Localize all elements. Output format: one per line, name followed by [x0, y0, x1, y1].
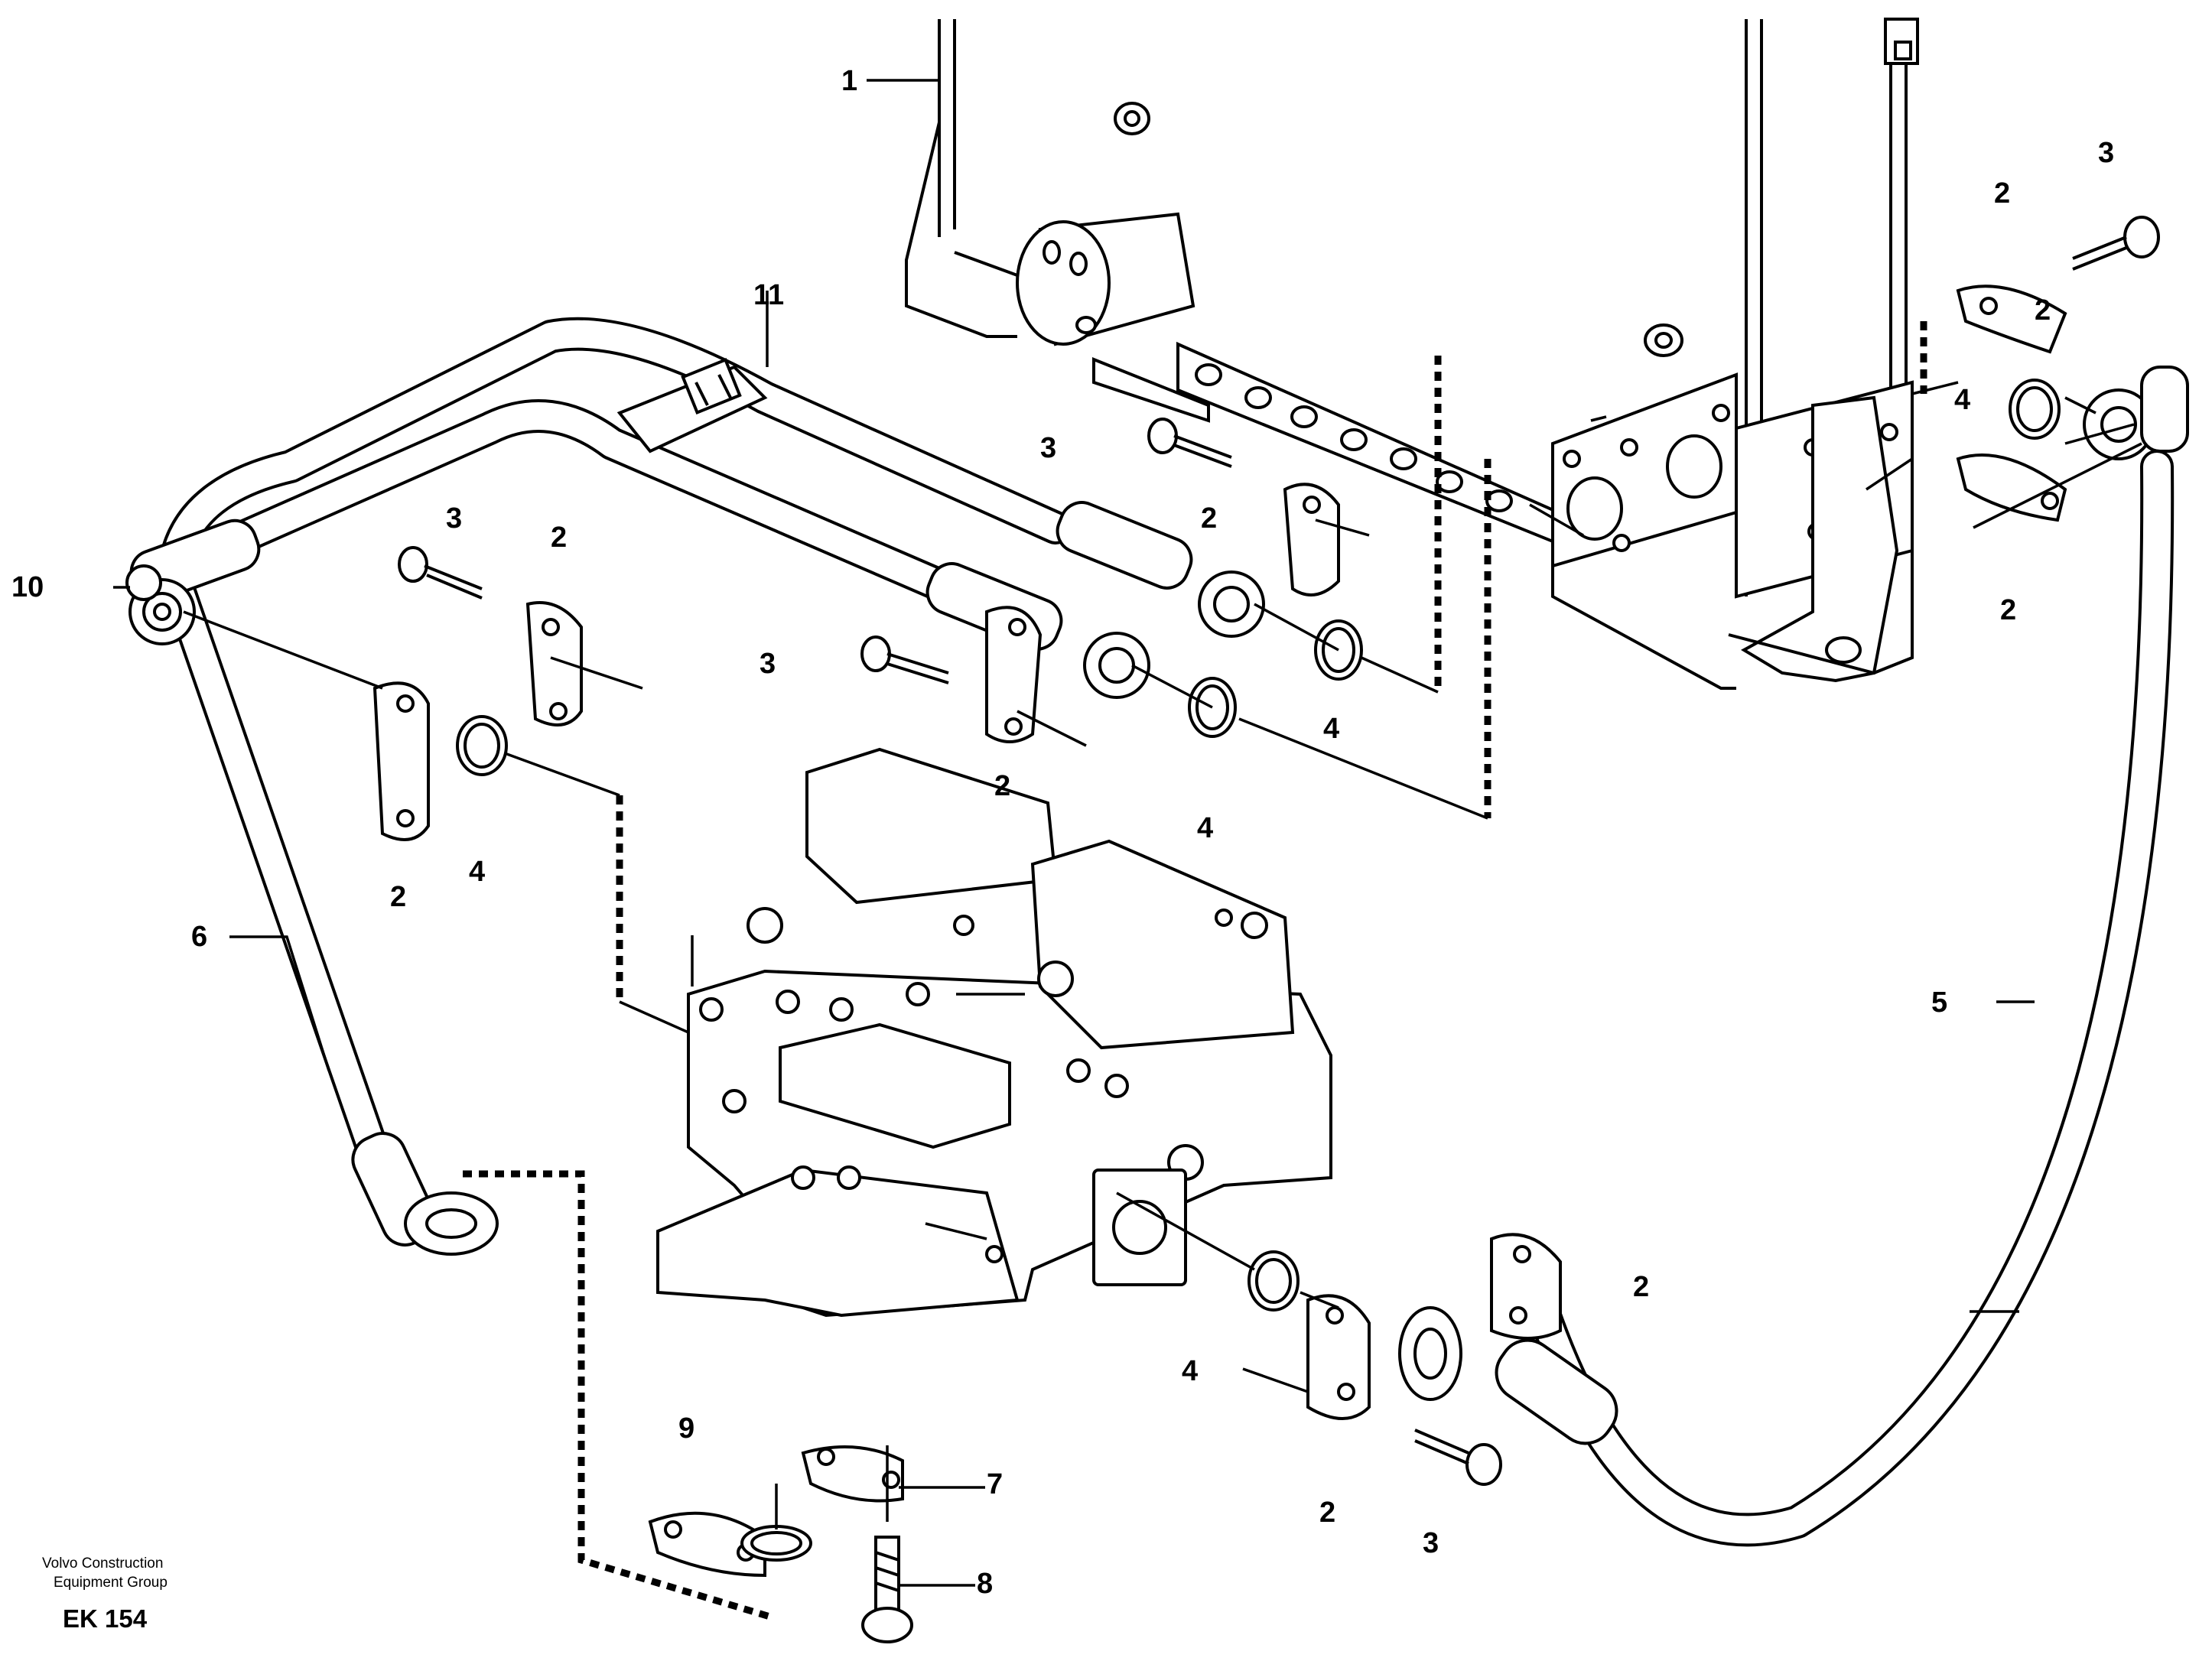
callout-leaders — [113, 79, 2035, 1587]
callout-1: 1 — [841, 65, 857, 97]
control-valve — [656, 747, 1332, 1318]
connection-dashes — [463, 321, 1927, 1621]
bolts — [398, 216, 2160, 1643]
callout-6: 6 — [191, 921, 207, 953]
hose-clamp — [616, 357, 768, 453]
callout-2: 2 — [1319, 1497, 1335, 1529]
callout-3: 3 — [446, 502, 462, 535]
guide-lines — [183, 381, 2142, 1529]
bolt-upper — [1147, 418, 1232, 468]
callout-4: 4 — [1197, 812, 1213, 844]
bolt-8 — [861, 1536, 913, 1643]
callout-4: 4 — [469, 856, 485, 888]
callout-2: 2 — [1633, 1271, 1649, 1303]
frame-bracket — [905, 18, 1919, 690]
callout-4: 4 — [1954, 384, 1970, 416]
callout-9: 9 — [678, 1412, 695, 1445]
callout-2: 2 — [1994, 177, 2010, 210]
callout-2: 2 — [994, 770, 1010, 802]
bolt-mid — [860, 635, 949, 684]
hose-fittings — [125, 366, 2189, 1445]
callout-2: 2 — [1201, 502, 1217, 535]
callout-3: 3 — [1423, 1527, 1439, 1559]
callout-3: 3 — [760, 648, 776, 680]
callout-3: 3 — [1040, 432, 1056, 464]
callout-7: 7 — [987, 1468, 1003, 1500]
callout-10: 10 — [11, 571, 44, 603]
callout-4: 4 — [1182, 1355, 1198, 1387]
footer-company-line2: Equipment Group — [54, 1575, 168, 1591]
bolt-right — [2072, 216, 2160, 271]
callout-11: 11 — [753, 279, 784, 311]
bolt-left — [398, 546, 483, 600]
callout-3: 3 — [2098, 137, 2114, 169]
footer-company-line1: Volvo Construction — [42, 1555, 163, 1572]
callout-4: 4 — [1323, 713, 1339, 745]
footer: Volvo Construction Equipment Group EK 15… — [42, 1555, 168, 1633]
callout-2: 2 — [2000, 594, 2016, 626]
callout-5: 5 — [1931, 987, 1947, 1019]
callout-8: 8 — [977, 1568, 993, 1600]
footer-drawing-code: EK 154 — [63, 1604, 148, 1633]
callout-labels: 1 2 2 2 2 2 2 2 2 2 3 3 3 3 3 4 4 4 4 4 … — [11, 65, 2114, 1600]
callout-2: 2 — [2035, 294, 2051, 327]
callout-2: 2 — [551, 522, 567, 554]
callout-2: 2 — [390, 881, 406, 913]
bolt-lower — [1414, 1429, 1502, 1486]
